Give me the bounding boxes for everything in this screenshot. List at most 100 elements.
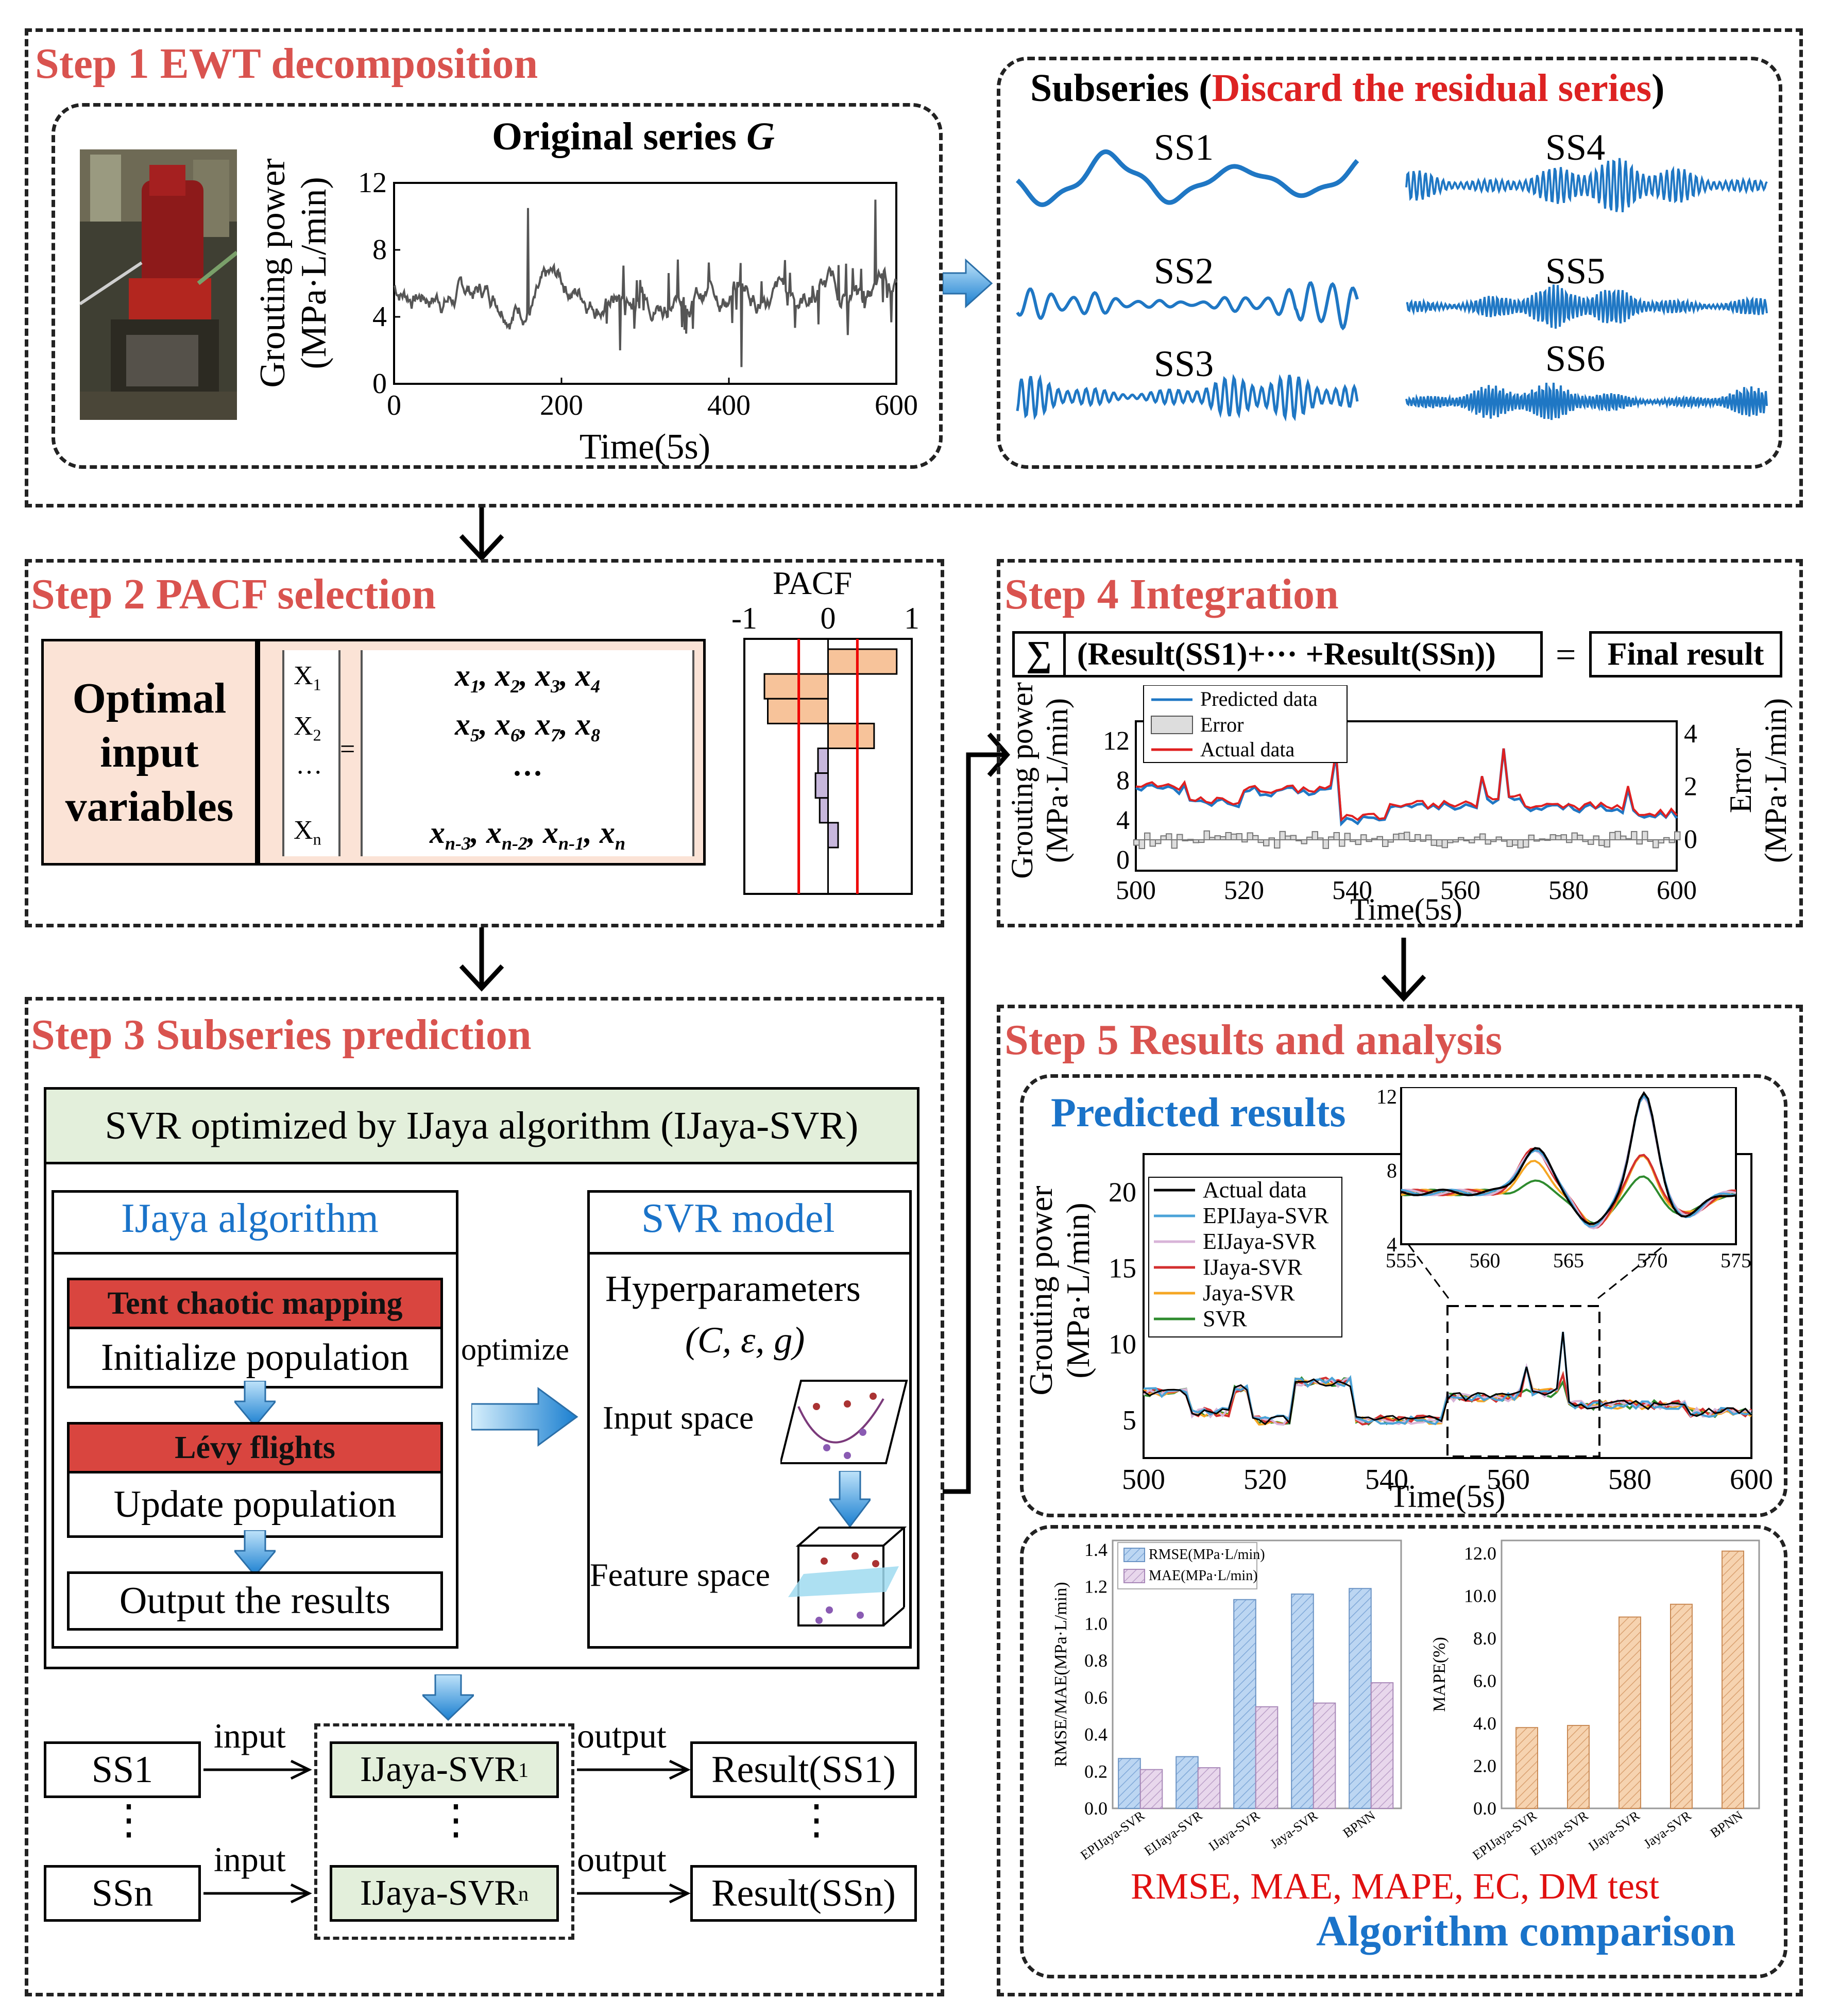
error-bar — [1296, 839, 1302, 841]
method-label: IJaya-SVR — [1586, 1808, 1643, 1854]
mape-bar — [1618, 1616, 1641, 1809]
ss6-wave — [1405, 382, 1768, 420]
input-label-1: input — [214, 1716, 286, 1755]
error-bar — [1160, 835, 1167, 841]
output-arrows — [577, 1759, 691, 1904]
pacf-bar — [827, 722, 875, 749]
update-population-step: Update population — [67, 1471, 443, 1538]
error-bar — [1479, 833, 1486, 841]
error-bar — [1301, 839, 1307, 844]
mape-bar — [1567, 1725, 1590, 1809]
optimize-arrow — [471, 1387, 578, 1447]
tent-chaotic-mapping-step: Tent chaotic mapping — [67, 1278, 443, 1329]
mape-y-tick-label: 2.0 — [1473, 1755, 1496, 1776]
x-tick-label: 580 — [1608, 1464, 1651, 1496]
error-bar — [1214, 835, 1221, 840]
ss-label: SS2 — [1154, 250, 1214, 292]
error-bar — [1469, 839, 1475, 843]
arrow-down-1 — [459, 507, 504, 562]
error-bar — [1517, 839, 1524, 849]
error-bar — [1512, 839, 1519, 846]
error-bar — [1149, 839, 1156, 847]
rmse-y-tick-label: 1.2 — [1084, 1577, 1108, 1597]
error-bar — [1171, 839, 1178, 849]
error-bar — [1355, 839, 1361, 845]
initialize-population-step: Initialize population — [67, 1327, 443, 1388]
error-bar — [1534, 839, 1540, 842]
bar-legend: RMSE(MPa·L/min) MAE(MPa·L/min) — [1117, 1542, 1265, 1589]
error-bar — [1177, 834, 1183, 841]
error-bar — [1133, 839, 1140, 846]
rmse-bar — [1233, 1599, 1256, 1809]
y-tick-label-right: 2 — [1684, 772, 1697, 802]
step3-title: Step 3 Subseries prediction — [31, 1011, 532, 1059]
pacf-bar — [827, 822, 839, 849]
mae-bar — [1370, 1682, 1394, 1809]
error-bar — [1317, 837, 1324, 841]
error-bar — [1241, 839, 1248, 843]
input-label-n: input — [214, 1840, 286, 1879]
y-tick-label: 0 — [372, 368, 387, 400]
error-bar — [1604, 839, 1610, 848]
step1-title: Step 1 EWT decomposition — [35, 40, 538, 88]
mape-y-tick-label: 12.0 — [1464, 1543, 1496, 1564]
x-tick-label: 600 — [1657, 876, 1697, 905]
svg-text:Error: Error — [1200, 713, 1243, 736]
y-tick-label-right: 4 — [1684, 719, 1697, 749]
error-bar — [1555, 835, 1562, 840]
hyperparameters-values: (C, ε, g) — [685, 1319, 805, 1361]
error-bar — [1425, 834, 1432, 840]
arrow-down-2 — [459, 927, 504, 992]
space-arrow — [829, 1471, 871, 1528]
error-bar — [1220, 836, 1226, 840]
error-bar — [1344, 833, 1351, 840]
method-label: EIJaya-SVR — [1527, 1808, 1591, 1859]
step3-panel — [25, 997, 944, 1996]
svg-text:RMSE(MPa·L/min): RMSE(MPa·L/min) — [1149, 1547, 1265, 1563]
integration-equals: = — [1556, 635, 1576, 675]
svg-text:Predicted data: Predicted data — [1200, 687, 1318, 710]
comparison-panel — [1020, 1525, 1787, 1978]
predicted-legend-box — [1148, 1177, 1342, 1337]
flow-arrow-1 — [234, 1381, 276, 1427]
mape-bar — [1722, 1550, 1744, 1809]
matrix-row: xn-3, xn-2, xn-1, xn — [429, 816, 626, 854]
error-bar — [1328, 836, 1335, 841]
input-space-label: Input space — [603, 1399, 754, 1436]
error-bar — [1209, 837, 1216, 841]
error-bar — [1231, 833, 1237, 840]
input-space-graphic — [780, 1380, 908, 1464]
ss-label: SS4 — [1545, 127, 1605, 168]
y-tick-label: 4 — [1116, 806, 1130, 835]
error-bar — [1247, 832, 1253, 841]
step4-ylabel-right: Error(MPa·L/min) — [1724, 698, 1793, 863]
x-tick-label: 200 — [540, 389, 583, 421]
connector-step3-step4 — [943, 733, 1010, 1494]
ijaya-svr-header: SVR optimized by IJaya algorithm (IJaya-… — [44, 1087, 919, 1164]
error-bar — [1360, 834, 1367, 840]
mape-y-tick-label: 0.0 — [1473, 1798, 1496, 1819]
svr-model-title: SVR model — [641, 1196, 835, 1241]
x-tick-label: 560 — [1487, 1464, 1530, 1496]
ss2-wave — [1016, 281, 1359, 331]
rmse-bar — [1175, 1756, 1199, 1809]
x-tick-label: 540 — [1365, 1464, 1408, 1496]
legend-label: Jaya-SVR — [1203, 1280, 1295, 1306]
error-bar — [1490, 839, 1497, 842]
matrix-row: x5, x6, x7, x8 — [455, 707, 600, 746]
error-bar — [1441, 839, 1448, 849]
output-label-1: output — [577, 1716, 667, 1755]
error-bar — [1225, 832, 1232, 841]
subseries-panel — [997, 57, 1782, 469]
error-bar — [1274, 839, 1281, 849]
error-bar — [1382, 839, 1389, 848]
error-bar — [1322, 839, 1329, 849]
svg-text:Time(5s): Time(5s) — [1389, 1479, 1505, 1514]
method-label: EIJaya-SVR — [1141, 1808, 1205, 1859]
vdots-center: ⋮ — [435, 1798, 476, 1843]
vdots-right: ⋮ — [796, 1798, 837, 1843]
y-tick-label: 12 — [1103, 726, 1130, 756]
error-bar — [1528, 834, 1535, 840]
error-bar — [1668, 839, 1675, 843]
